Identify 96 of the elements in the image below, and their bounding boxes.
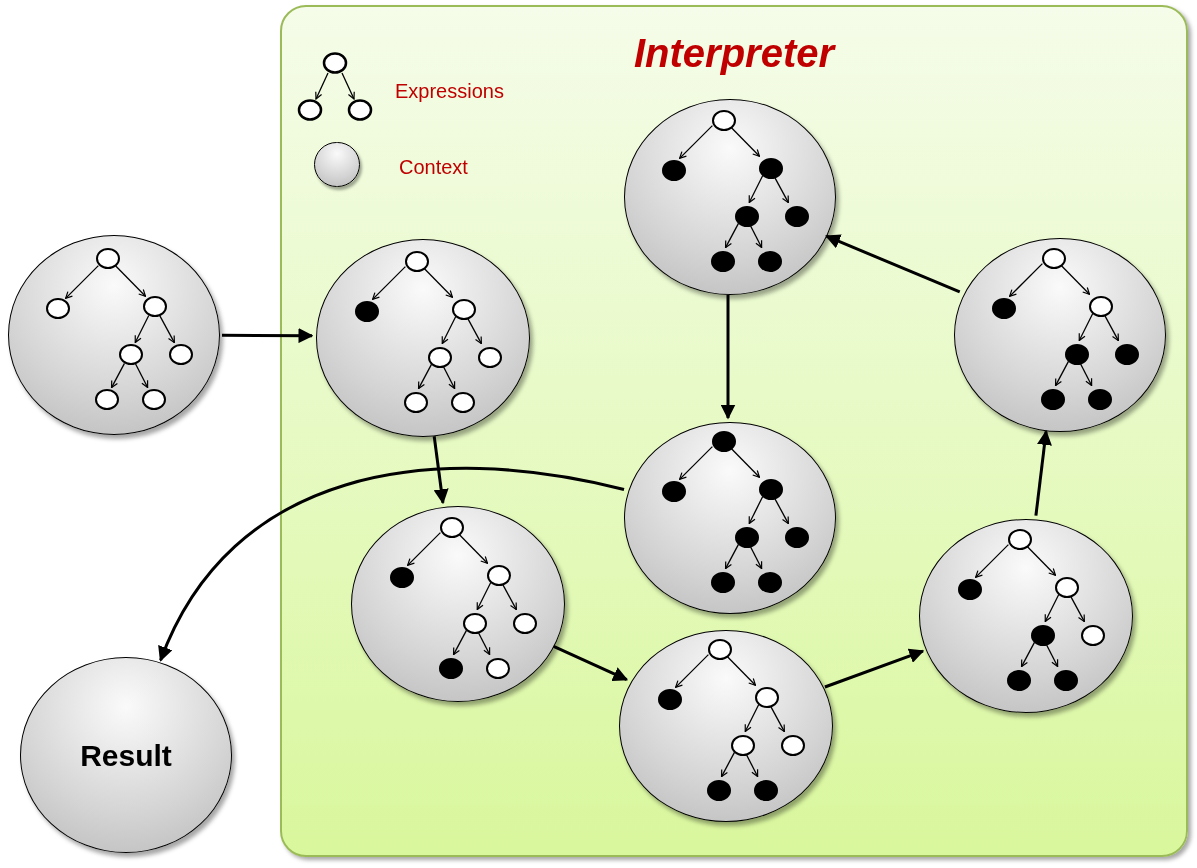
empty-tree-node — [46, 297, 70, 319]
filled-tree-node — [1007, 669, 1031, 691]
filled-tree-node — [1031, 624, 1055, 646]
empty-tree-node — [731, 734, 755, 756]
tree-arrow — [476, 581, 492, 611]
empty-tree-node — [169, 343, 193, 365]
tree-arrow — [674, 653, 710, 689]
tree-arrow — [1078, 312, 1094, 342]
arrow — [720, 295, 736, 420]
tree-arrow — [134, 362, 149, 389]
filled-tree-node — [1041, 388, 1065, 410]
tree-arrow — [371, 265, 407, 301]
empty-tree-node — [405, 250, 429, 272]
empty-tree-node — [451, 391, 475, 413]
tree-arrow — [748, 495, 764, 525]
filled-tree-node — [758, 571, 782, 593]
filled-tree-node — [1088, 388, 1112, 410]
filled-tree-node — [390, 566, 414, 588]
empty-tree-node — [96, 247, 120, 269]
tree-arrow — [452, 629, 468, 656]
filled-tree-node — [658, 688, 682, 710]
tree-arrow — [417, 363, 433, 390]
empty-tree-node — [119, 343, 143, 365]
filled-tree-node — [711, 571, 735, 593]
arrow — [1034, 429, 1052, 516]
filled-tree-node — [707, 779, 731, 801]
panel-title: Interpreter — [633, 33, 835, 73]
empty-tree-node — [513, 612, 537, 634]
empty-tree-node — [712, 109, 736, 131]
arrow — [432, 436, 449, 505]
interpreter-panel — [280, 5, 1188, 857]
empty-tree-node — [487, 564, 511, 586]
empty-tree-node — [95, 388, 119, 410]
tree-arrow — [720, 751, 736, 778]
arrow — [159, 467, 625, 662]
empty-tree-node — [1089, 295, 1113, 317]
tree-arrow — [1054, 360, 1070, 387]
arrow — [222, 328, 314, 344]
empty-tree-node — [781, 734, 805, 756]
legend-label: Context — [399, 155, 468, 180]
filled-tree-node — [958, 578, 982, 600]
tree-arrow — [134, 314, 150, 344]
tree-arrow — [748, 174, 764, 204]
tree-arrow — [744, 703, 760, 733]
empty-tree-node — [708, 638, 732, 660]
tree-arrow — [110, 362, 126, 389]
tree-arrow — [678, 445, 714, 481]
tree-arrow — [406, 531, 442, 567]
empty-tree-node — [478, 346, 502, 368]
tree-arrow — [1020, 641, 1036, 668]
tree-arrow — [974, 543, 1010, 579]
empty-tree-node — [1042, 247, 1066, 269]
tree-arrow — [724, 543, 740, 570]
empty-tree-node — [486, 657, 510, 679]
tree-arrow — [158, 314, 176, 344]
empty-tree-node — [428, 346, 452, 368]
legend-label: Expressions — [395, 79, 504, 104]
tree-arrow — [64, 264, 100, 300]
filled-tree-node — [439, 657, 463, 679]
tree-arrow — [114, 265, 147, 297]
filled-tree-node — [735, 526, 759, 548]
filled-tree-node — [662, 159, 686, 181]
filled-tree-node — [1065, 343, 1089, 365]
empty-tree-node — [452, 298, 476, 320]
empty-tree-node — [404, 391, 428, 413]
arrow — [553, 645, 629, 682]
filled-tree-node — [759, 157, 783, 179]
empty-tree-node — [1008, 528, 1032, 550]
empty-tree-node — [1055, 576, 1079, 598]
filled-tree-node — [711, 250, 735, 272]
filled-tree-node — [992, 297, 1016, 319]
result-label: Result — [80, 737, 172, 774]
tree-arrow — [724, 222, 740, 249]
filled-tree-node — [712, 430, 736, 452]
tree-arrow — [1044, 593, 1060, 623]
empty-tree-node — [143, 295, 167, 317]
filled-tree-node — [785, 205, 809, 227]
empty-tree-node — [463, 612, 487, 634]
empty-tree-node — [755, 686, 779, 708]
filled-tree-node — [754, 779, 778, 801]
filled-tree-node — [662, 480, 686, 502]
filled-tree-node — [735, 205, 759, 227]
arrow — [825, 234, 961, 294]
filled-tree-node — [759, 478, 783, 500]
tree-arrow — [441, 315, 457, 345]
filled-tree-node — [355, 300, 379, 322]
empty-tree-node — [1081, 624, 1105, 646]
filled-tree-node — [1115, 343, 1139, 365]
filled-tree-node — [758, 250, 782, 272]
empty-tree-node — [142, 388, 166, 410]
filled-tree-node — [1054, 669, 1078, 691]
empty-tree-node — [440, 516, 464, 538]
tree-arrow — [678, 124, 714, 160]
filled-tree-node — [785, 526, 809, 548]
arrow — [824, 648, 925, 689]
tree-arrow — [1008, 262, 1044, 298]
